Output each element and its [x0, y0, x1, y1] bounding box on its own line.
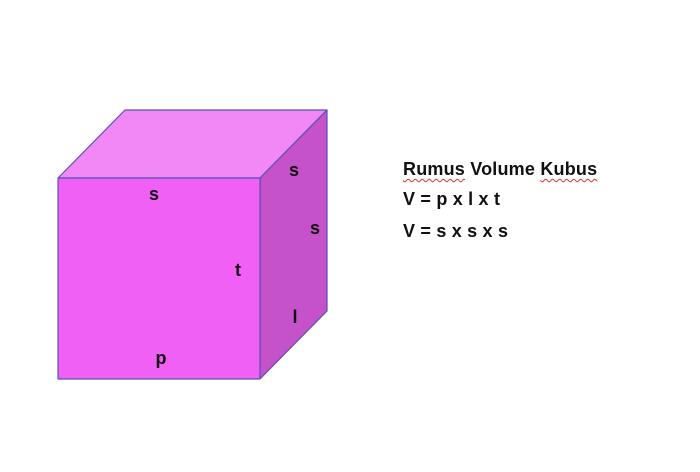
front-right-label: t — [235, 260, 241, 280]
front-bottom-label: p — [156, 348, 167, 368]
title-word-rumus: Rumus — [403, 159, 466, 179]
formula-line-sss: V = s x s x s — [403, 221, 509, 241]
formula-line-plt: V = p x l x t — [403, 189, 501, 209]
side-bottom-label: l — [292, 307, 297, 327]
front-top-label: s — [149, 184, 159, 204]
formula-title: Rumus Volume Kubus — [403, 159, 597, 180]
side-top-label: s — [289, 160, 299, 180]
title-word-kubus: Kubus — [540, 159, 598, 179]
side-middle-label: s — [310, 218, 320, 238]
title-word-volume: Volume — [470, 159, 536, 179]
cube-front-face — [57, 177, 261, 380]
